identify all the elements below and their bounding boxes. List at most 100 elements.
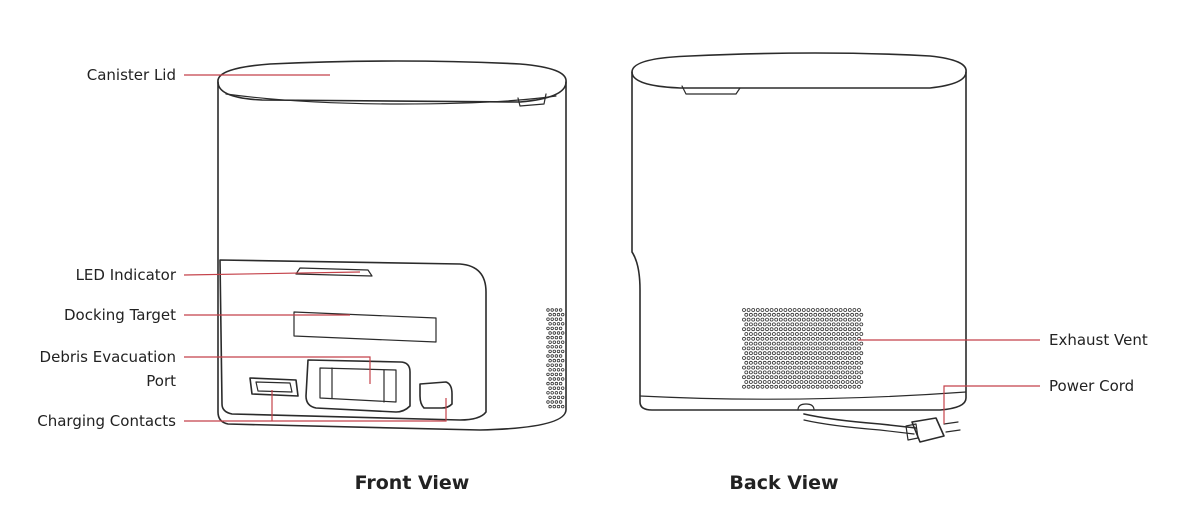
exhaust-vent-hole [818,312,822,317]
exhaust-vent-hole [749,380,753,384]
exhaust-vent-hole [758,312,762,317]
exhaust-vent-hole [774,308,779,312]
exhaust-vent-hole [827,380,831,384]
exhaust-vent-hole [808,332,813,336]
exhaust-vent-hole [765,346,769,351]
label-debris-port-line1: Debris Evacuation [40,348,176,366]
exhaust-vent-hole [799,370,804,375]
side-vent-hole [550,345,554,349]
exhaust-vent-hole [845,341,850,346]
side-vent-hole [556,349,561,354]
side-vent-hole [561,340,565,344]
side-vent-hole [550,354,554,358]
side-vent-hole [556,312,561,317]
exhaust-vent-hole [767,322,772,327]
exhaust-vent-hole [836,322,841,327]
exhaust-vent-hole [859,370,864,375]
exhaust-vent-hole [755,365,760,370]
exhaust-vent-hole [755,308,760,312]
exhaust-vent-hole [843,308,848,312]
exhaust-vent-hole [857,356,861,360]
exhaust-vent-hole [829,356,834,360]
exhaust-vent-hole [845,322,850,327]
exhaust-vent-hole [744,341,749,346]
label-docking-target: Docking Target [64,306,176,324]
exhaust-vent-hole [797,375,802,380]
exhaust-vent-hole [854,351,859,356]
exhaust-vent-hole [836,351,841,356]
side-vent-hole [552,395,556,400]
side-vent-hole [548,340,552,344]
exhaust-vent-hole [834,384,838,389]
side-vent-hole [558,335,563,340]
exhaust-vent-hole [772,332,776,336]
exhaust-vent-hole [852,327,857,332]
exhaust-vent-hole [799,312,804,317]
exhaust-vent-hole [818,370,822,375]
exhaust-vent-hole [758,360,762,365]
side-vent-hole [561,395,565,400]
front-body-outline [217,81,567,431]
side-vent-hole [558,400,563,404]
exhaust-vent-hole [765,356,769,360]
exhaust-vent-hole [841,370,845,375]
exhaust-vent-hole [827,370,831,375]
exhaust-vent-hole [760,317,765,322]
exhaust-vent-hole [758,351,762,356]
exhaust-vent-hole [859,360,864,365]
exhaust-vent-hole [767,360,772,365]
exhaust-vent-hole [760,365,765,370]
exhaust-vent-hole [804,341,808,346]
exhaust-vent-hole [742,356,746,360]
front-docking-target [293,311,437,343]
exhaust-vent-hole [850,341,854,346]
exhaust-vent-hole [749,312,753,317]
exhaust-vent-hole [797,317,802,322]
exhaust-vent-hole [790,380,795,384]
back-body-outline [631,71,967,411]
exhaust-vent-hole [751,375,756,380]
exhaust-vent-hole [799,322,804,327]
exhaust-vent-hole [801,375,806,380]
exhaust-vent-hole [749,322,753,327]
leader-charging-contacts [184,398,447,422]
exhaust-vent-hole [776,312,781,317]
exhaust-vent-hole [841,341,845,346]
exhaust-vent-hole [822,351,827,356]
exhaust-vent-hole [783,308,788,312]
exhaust-vent-hole [742,336,746,341]
side-vent-hole [546,372,550,377]
exhaust-vent-hole [818,332,822,336]
exhaust-vent-hole [815,365,820,370]
exhaust-vent-hole [822,332,827,336]
exhaust-vent-hole [799,341,804,346]
exhaust-vent-hole [792,308,797,312]
exhaust-vent-hole [778,346,783,351]
side-vent-hole [548,322,552,326]
exhaust-vent-hole [831,360,836,365]
exhaust-vent-hole [790,370,795,375]
exhaust-vent-hole [746,375,751,380]
exhaust-vent-hole [841,360,845,365]
exhaust-vent-hole [836,360,841,365]
exhaust-vent-hole [755,327,760,332]
side-vent-hole [546,345,550,349]
side-vent-hole [550,317,554,321]
side-vent-hole [556,331,561,335]
exhaust-vent-hole [792,356,797,360]
exhaust-vent-hole [857,308,861,312]
exhaust-vent-hole [785,332,790,336]
exhaust-vent-hole [797,336,802,341]
exhaust-vent-hole [799,351,804,356]
exhaust-vent-hole [744,312,749,317]
side-vent-hole [546,317,550,321]
exhaust-vent-hole [838,308,843,312]
side-vent-hole [550,400,554,404]
front-charging-contact-right [419,381,453,409]
side-vent-hole [548,404,552,409]
exhaust-vent-hole [852,308,857,312]
side-vent-hole [556,395,561,400]
exhaust-vent-hole [829,317,834,322]
exhaust-vent-hole [792,327,797,332]
leader-debris-port [184,356,371,384]
